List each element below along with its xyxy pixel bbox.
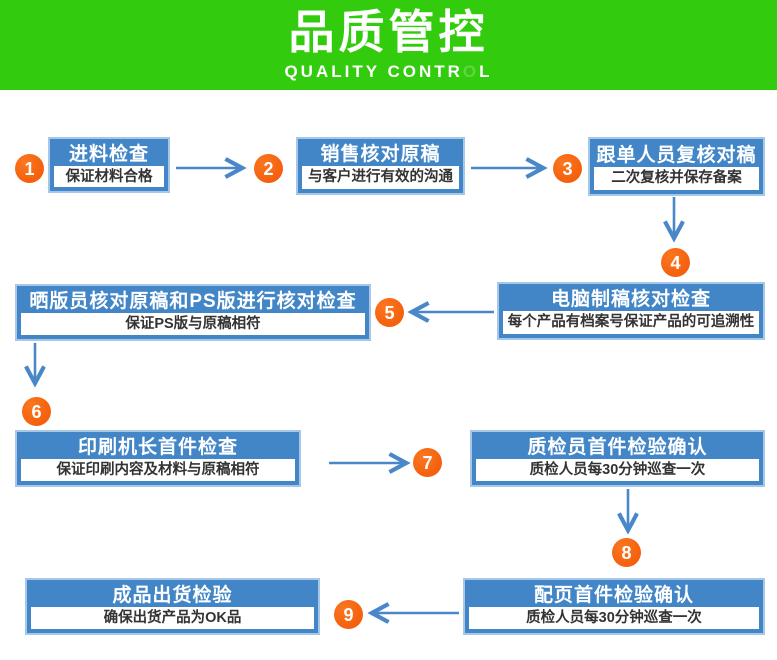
step-box-6: 印刷机长首件检查 保证印刷内容及材料与原稿相符 <box>15 430 301 487</box>
step-7-desc: 质检人员每30分钟巡查一次 <box>476 459 759 481</box>
step-4-title: 电脑制稿核对检查 <box>550 289 711 310</box>
step-box-5: 晒版员核对原稿和PS版进行核对检查 保证PS版与原稿相符 <box>15 284 371 341</box>
step-number-badge-3: 3 <box>553 154 582 183</box>
step-box-7: 质检员首件检验确认 质检人员每30分钟巡查一次 <box>470 430 765 487</box>
page-subtitle: QUALITY CONTROL <box>0 62 777 82</box>
step-box-2: 销售核对原稿 与客户进行有效的沟通 <box>296 137 465 195</box>
step-number-badge-6: 6 <box>22 397 51 426</box>
step-number-badge-4: 4 <box>661 248 690 277</box>
step-7-title: 质检员首件检验确认 <box>527 437 708 458</box>
page-header: 品质管控 QUALITY CONTROL <box>0 0 777 90</box>
step-box-3: 跟单人员复核对稿 二次复核并保存备案 <box>588 137 765 196</box>
step-number-badge-7: 7 <box>413 448 442 477</box>
step-4-desc: 每个产品有档案号保证产品的可追溯性 <box>503 311 759 334</box>
subtitle-right: L <box>479 62 493 81</box>
step-2-title: 销售核对原稿 <box>320 144 441 165</box>
step-6-title: 印刷机长首件检查 <box>77 437 238 458</box>
step-5-title: 晒版员核对原稿和PS版进行核对检查 <box>29 291 357 312</box>
subtitle-left: QUALITY CONTR <box>284 62 463 81</box>
step-1-desc: 保证材料合格 <box>54 166 164 187</box>
step-6-desc: 保证印刷内容及材料与原稿相符 <box>21 459 295 481</box>
step-number-badge-1: 1 <box>15 154 44 183</box>
step-number-badge-2: 2 <box>254 154 283 183</box>
step-9-desc: 确保出货产品为OK品 <box>31 607 314 629</box>
step-box-4: 电脑制稿核对检查 每个产品有档案号保证产品的可追溯性 <box>497 282 765 340</box>
step-number-badge-9: 9 <box>334 600 363 629</box>
step-box-8: 配页首件检验确认 质检人员每30分钟巡查一次 <box>463 578 765 635</box>
subtitle-faint-o: O <box>462 62 480 81</box>
step-box-1: 进料检查 保证材料合格 <box>48 137 170 193</box>
step-9-title: 成品出货检验 <box>112 585 233 606</box>
step-box-9: 成品出货检验 确保出货产品为OK品 <box>25 578 320 635</box>
step-3-title: 跟单人员复核对稿 <box>596 144 757 166</box>
step-number-badge-5: 5 <box>375 298 404 327</box>
step-8-title: 配页首件检验确认 <box>533 585 694 606</box>
step-5-desc: 保证PS版与原稿相符 <box>21 313 365 335</box>
step-3-desc: 二次复核并保存备案 <box>594 167 759 190</box>
step-number-badge-8: 8 <box>612 538 641 567</box>
step-8-desc: 质检人员每30分钟巡查一次 <box>469 607 759 629</box>
page-title: 品质管控 <box>288 6 489 58</box>
step-2-desc: 与客户进行有效的沟通 <box>302 166 459 189</box>
step-1-title: 进料检查 <box>68 144 149 165</box>
